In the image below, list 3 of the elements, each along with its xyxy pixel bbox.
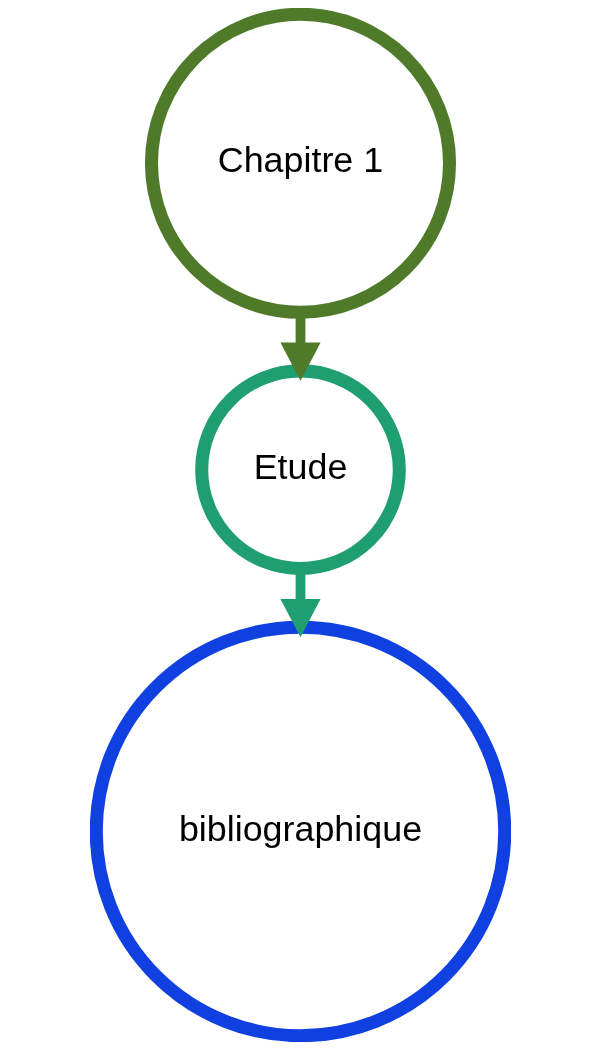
node-circle: bibliographique [90, 620, 511, 1042]
node-circle: Chapitre 1 [144, 8, 457, 319]
node-circle: Etude [195, 364, 406, 575]
